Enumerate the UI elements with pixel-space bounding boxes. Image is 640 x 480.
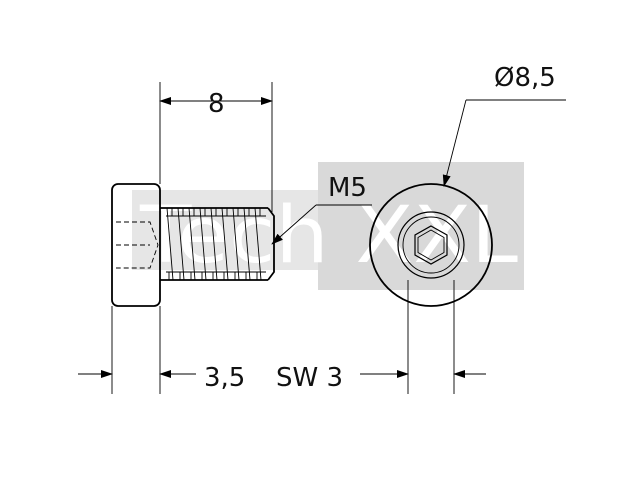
thread-crest	[254, 207, 262, 281]
thread-root	[190, 208, 195, 280]
dimension-head-diameter: Ø8,5	[442, 63, 566, 187]
thread-crest	[166, 207, 174, 281]
thread-crest	[232, 207, 240, 281]
screw-side-view	[111, 183, 275, 307]
thread-crest	[221, 207, 229, 281]
dimension-thread: M5	[271, 173, 372, 245]
head-diameter-label: Ø8,5	[494, 63, 556, 93]
screw-end-view	[369, 183, 493, 307]
screw-head	[111, 183, 161, 307]
length-label: 8	[208, 89, 225, 119]
screw-thread	[160, 207, 275, 281]
head-outer-circle	[369, 183, 493, 307]
thread-root	[256, 208, 261, 280]
thread-root	[168, 208, 173, 280]
thread-crest	[177, 207, 185, 281]
thread-root	[245, 208, 250, 280]
socket-inner-circle	[402, 216, 460, 274]
thread-root	[179, 208, 184, 280]
head-height-label: 3,5	[204, 363, 245, 393]
socket-size-label: SW 3	[276, 363, 343, 393]
socket-circle	[397, 211, 465, 279]
thread-root	[212, 208, 217, 280]
dimension-head-height: 3,5	[78, 306, 245, 394]
thread-crest	[199, 207, 207, 281]
thread-crest	[210, 207, 218, 281]
thread-label: M5	[328, 173, 367, 203]
watermark-text: Tech XXL	[139, 191, 519, 281]
dimension-length: 8	[159, 82, 273, 212]
socket-hidden-lines	[116, 221, 159, 269]
thread-root	[223, 208, 228, 280]
watermark-box-left	[132, 190, 318, 270]
dimension-socket-size: SW 3	[276, 280, 486, 394]
thread-crest	[243, 207, 251, 281]
thread-crest	[188, 207, 196, 281]
hex-socket-inner	[417, 229, 445, 261]
hex-socket	[414, 225, 448, 265]
thread-root	[234, 208, 239, 280]
thread-root	[201, 208, 206, 280]
